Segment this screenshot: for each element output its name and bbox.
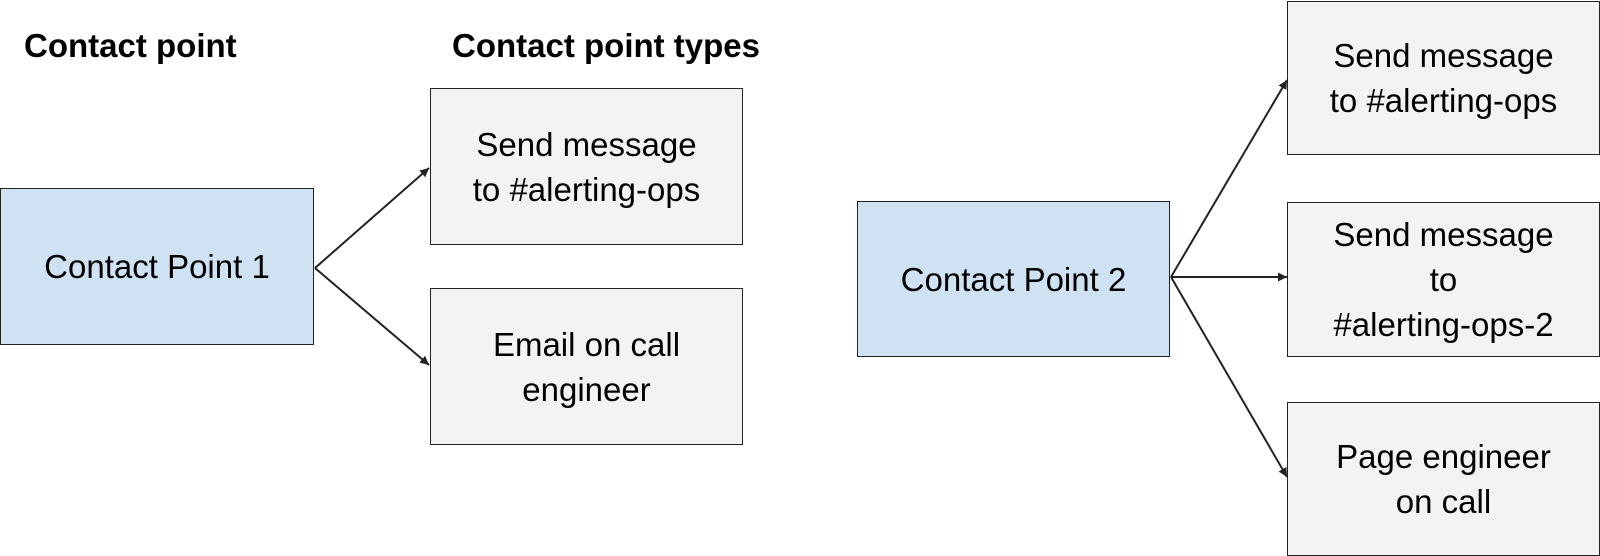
type-label-line: engineer — [522, 370, 651, 408]
contact-point-heading: Contact point — [24, 27, 237, 64]
cp2-type-page-engineer-box: Page engineer on call — [1287, 402, 1600, 556]
cp1-type-email-box: Email on call engineer — [430, 288, 743, 445]
contact-point-1-box: Contact Point 1 — [0, 188, 314, 345]
contact-point-2-box: Contact Point 2 — [857, 201, 1170, 357]
type-label-line: Email on call — [492, 325, 681, 363]
cp1-type-send-message-box: Send message to #alerting-ops — [430, 88, 743, 245]
type-label-line: on call — [1395, 483, 1492, 520]
type-label-line: Send message — [1333, 37, 1554, 74]
arrow-cp2-to-page-engineer — [1170, 276, 1288, 478]
contact-point-types-heading: Contact point types — [452, 27, 761, 64]
type-label-line: to — [1429, 261, 1458, 298]
cp2-type-send-message-2-box: Send message to #alerting-ops-2 — [1287, 202, 1600, 357]
cp2-type-send-message-box: Send message to #alerting-ops — [1287, 1, 1600, 155]
type-label-line: Page engineer — [1336, 438, 1551, 475]
type-label-line: Send message — [1333, 216, 1554, 253]
type-label-line: #alerting-ops-2 — [1333, 306, 1554, 343]
contact-point-1-label: Contact Point 1 — [44, 248, 270, 285]
arrow-cp1-to-email — [314, 267, 430, 366]
arrow-cp1-to-send-message — [314, 167, 430, 269]
type-label-line: to #alerting-ops — [472, 170, 701, 208]
arrow-cp2-to-send-message — [1170, 79, 1288, 278]
type-label-line: Send message — [476, 125, 697, 163]
type-label-line: to #alerting-ops — [1329, 82, 1558, 119]
contact-point-2-label: Contact Point 2 — [900, 260, 1127, 298]
